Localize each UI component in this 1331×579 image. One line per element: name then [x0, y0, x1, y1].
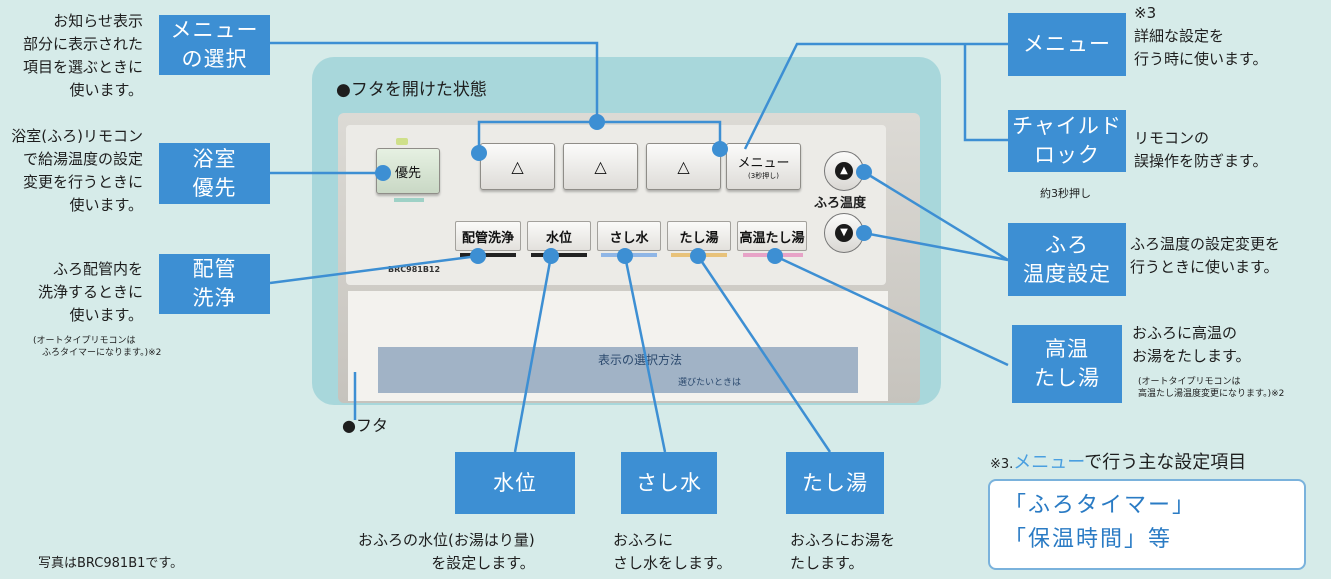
pipe-clean-label: 配管洗浄 [461, 230, 514, 246]
note3-prefix: ※3. [990, 457, 1014, 472]
menu-desc: ※3 詳細な設定を 行う時に使います。 [1134, 4, 1268, 68]
child-lock-desc: リモコンの 誤操作を防ぎます。 [1134, 129, 1268, 170]
menu-button-label: メニュー [737, 156, 790, 171]
lid-cover-strip [378, 347, 858, 393]
water-level-desc: おふろの水位(お湯はり量) を設定します。 [358, 531, 535, 572]
led-dot [396, 138, 408, 145]
down-arrow-icon: ▼ [835, 224, 853, 242]
pipe-clean-bar [460, 253, 516, 257]
add-hot-button[interactable]: たし湯 [667, 221, 731, 251]
water-level-box: 水位 [455, 452, 575, 514]
hot-add-label: 高温たし湯 [739, 230, 805, 246]
water-level-bar [531, 253, 587, 257]
add-hot-label: たし湯 [679, 230, 719, 246]
water-level-label: 水位 [545, 230, 572, 246]
menu-select-desc: お知らせ表示 部分に表示された 項目を選ぶときに 使います。 [22, 12, 143, 99]
temp-label: ふろ温度 [814, 196, 867, 211]
child-lock-box: チャイルド ロック [1008, 110, 1126, 172]
hot-add-note: (オートタイプリモコンは 高温たし湯温度変更になります。)※2 [1138, 377, 1285, 399]
up-arrow-icon: ▲ [835, 162, 853, 180]
menu-box: メニュー [1008, 13, 1126, 76]
note3-items: 「ふろタイマー」 「保温時間」等 [1004, 493, 1197, 552]
add-hot-desc: おふろにお湯を たします。 [790, 531, 896, 572]
bath-priority-box: 浴室 優先 [159, 143, 270, 204]
note3-box: 「ふろタイマー」 「保温時間」等 [988, 479, 1306, 570]
select-button-3[interactable]: △ [646, 143, 721, 190]
cover-text-2: 選びたいときは [678, 378, 742, 388]
select-button-1[interactable]: △ [480, 143, 555, 190]
select-button-2[interactable]: △ [563, 143, 638, 190]
note3-suffix: で行う主な設定項目 [1084, 452, 1247, 473]
bath-temp-box: ふろ 温度設定 [1008, 223, 1126, 296]
open-lid-title: ●フタを開けた状態 [336, 80, 487, 100]
lid-label: ●フタ [342, 416, 388, 435]
add-water-box: さし水 [621, 452, 717, 514]
pipe-clean-button[interactable]: 配管洗浄 [455, 221, 521, 251]
add-water-button[interactable]: さし水 [597, 221, 661, 251]
bath-priority-desc: 浴室(ふろ)リモコン で給湯温度の設定 変更を行うときに 使います。 [11, 127, 143, 214]
cover-text: 表示の選択方法 [598, 353, 683, 367]
bath-temp-desc: ふろ温度の設定変更を 行うときに使います。 [1130, 235, 1281, 276]
triangle-icon: △ [594, 157, 607, 176]
note3-highlight: メニュー [1013, 452, 1085, 473]
add-water-label: さし水 [609, 230, 649, 246]
menu-select-box: メニュー の選択 [159, 15, 270, 75]
model-label: BRC981B12 [388, 265, 441, 274]
child-lock-note: 約3秒押し [1040, 187, 1091, 200]
note3-heading: ※3.メニューで行う主な設定項目 [990, 448, 1246, 474]
priority-label: 優先 [394, 165, 421, 181]
menu-button[interactable]: メニュー (3秒押し) [726, 143, 801, 190]
hot-add-box: 高温 たし湯 [1012, 325, 1122, 403]
pipe-clean-box: 配管 洗浄 [159, 254, 270, 314]
menu-button-sub: (3秒押し) [748, 172, 779, 180]
add-hot-box: たし湯 [786, 452, 884, 514]
hot-add-desc: おふろに高温の お湯をたします。 [1132, 324, 1251, 365]
priority-indicator [394, 198, 424, 202]
pipe-clean-desc: ふろ配管内を 洗浄するときに 使います。 [37, 260, 143, 324]
water-level-button[interactable]: 水位 [527, 221, 591, 251]
pipe-clean-note: (オートタイプリモコンは ふろタイマーになります。)※2 [33, 336, 162, 358]
triangle-icon: △ [677, 157, 690, 176]
add-water-desc: おふろに さし水をします。 [613, 531, 732, 572]
triangle-icon: △ [511, 157, 524, 176]
photo-note: 写真はBRC981B1です。 [38, 556, 184, 571]
